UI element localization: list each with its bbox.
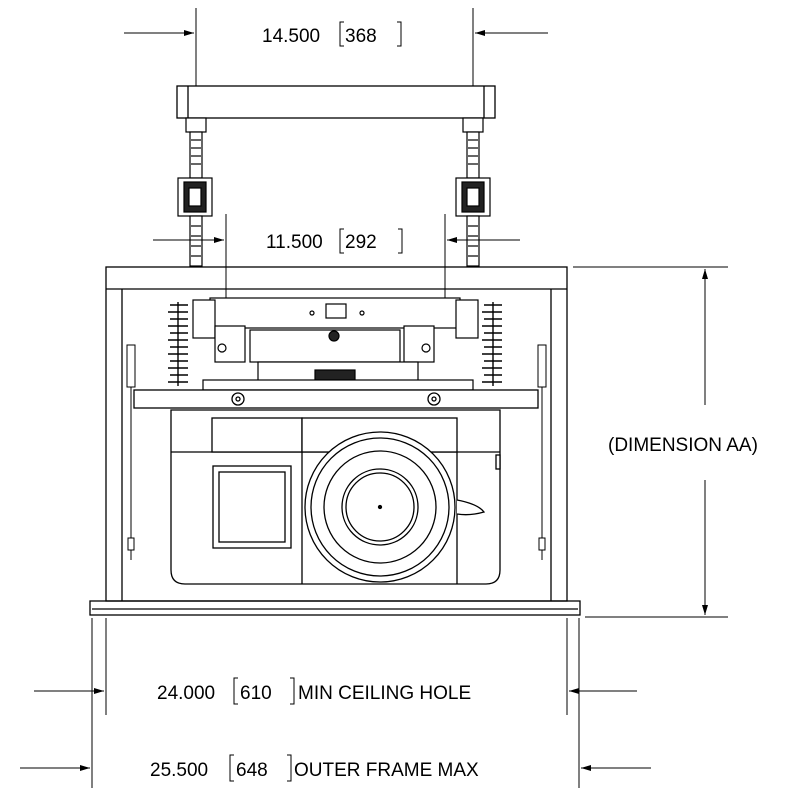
outer-frame-metric: 648	[236, 760, 268, 781]
enclosure-frame	[89, 266, 581, 616]
ceiling-hole-value: 24.000	[157, 683, 215, 704]
coil-cable-left	[168, 302, 188, 386]
outer-frame-note: OUTER FRAME MAX	[294, 760, 479, 781]
projector-lens	[304, 431, 456, 583]
top-dimension-metric: 368	[345, 26, 377, 47]
outer-frame-value: 25.500	[150, 760, 208, 781]
mount-mechanism	[192, 297, 479, 391]
side-brackets	[126, 344, 547, 560]
top-dimension-value: 14.500	[262, 26, 320, 47]
ceiling-hole-metric: 610	[240, 683, 272, 704]
suspension-rod-right	[455, 117, 491, 267]
inner-dimension-metric: 292	[345, 232, 377, 253]
inner-dimension	[153, 214, 520, 300]
inner-dimension-value: 11.500	[266, 232, 323, 253]
projector-crossbar	[133, 389, 539, 409]
ceiling-hole-note: MIN CEILING HOLE	[298, 683, 471, 704]
height-dimension-label: (DIMENSION AA)	[608, 435, 758, 456]
ceiling-hole-dimension	[34, 618, 637, 715]
ceiling-beam	[176, 85, 496, 119]
suspension-rod-left	[177, 117, 213, 267]
height-dimension	[573, 266, 728, 618]
outer-frame-dimension	[20, 618, 651, 788]
coil-cable-right	[482, 302, 502, 386]
